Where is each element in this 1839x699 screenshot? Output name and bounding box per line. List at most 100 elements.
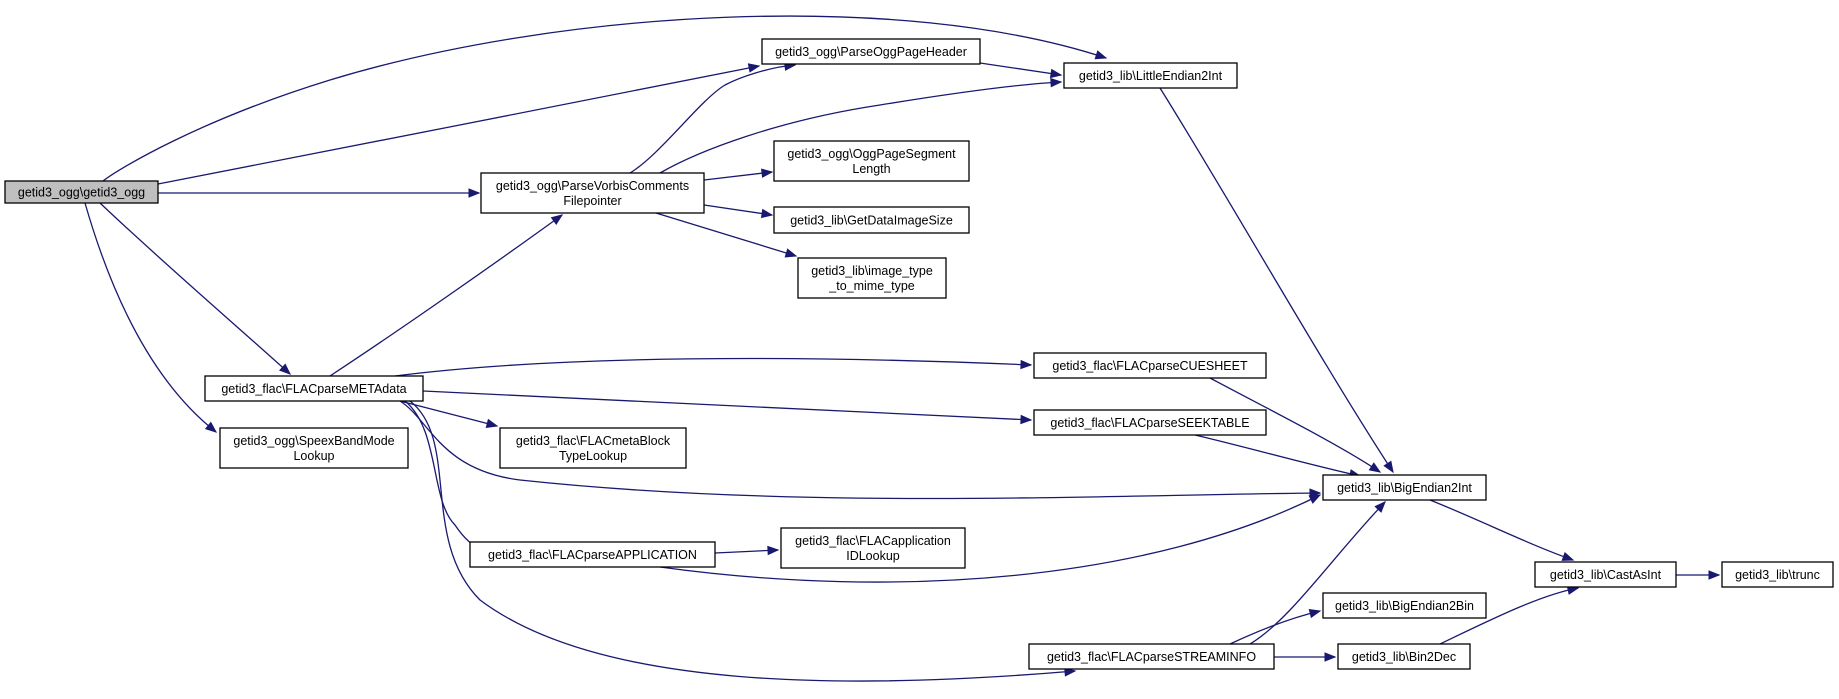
edge-littleEndian2Int-to-bigEndian2Int (1159, 87, 1394, 474)
node-label: getid3_flac\FLACparseCUESHEET (1052, 359, 1248, 373)
arrowhead-icon (1308, 494, 1322, 504)
arrowhead-icon (279, 363, 292, 375)
edge-line (703, 171, 773, 181)
node-castAsInt[interactable]: getid3_lib\CastAsInt (1534, 561, 1677, 588)
node-parseOggPageHeader[interactable]: getid3_ogg\ParseOggPageHeader (761, 38, 981, 65)
node-label: getid3_lib\LittleEndian2Int (1079, 69, 1223, 83)
node-root[interactable]: getid3_ogg\getid3_ogg (4, 180, 159, 204)
node-box (1033, 352, 1267, 379)
node-box (1028, 643, 1275, 670)
arrowhead-icon (767, 545, 780, 556)
node-flacParseCUESHEET[interactable]: getid3_flac\FLACparseCUESHEET (1033, 352, 1267, 379)
arrowhead-icon (760, 208, 774, 219)
edge-flacParseMETAdata-to-flacParseAPPLICATION (404, 400, 487, 552)
arrowhead-icon (1050, 77, 1063, 88)
arrowhead-icon (761, 168, 774, 178)
node-label: Length (852, 162, 890, 176)
node-label: getid3_lib\BigEndian2Int (1337, 481, 1472, 495)
edge-line (1209, 377, 1381, 473)
edge-line (703, 204, 773, 216)
node-bigEndian2Int[interactable]: getid3_lib\BigEndian2Int (1322, 474, 1487, 501)
edge-line (1439, 587, 1579, 645)
edge-root-to-speexBandModeLookup (84, 202, 218, 433)
arrowhead-icon (1368, 462, 1382, 473)
edge-flacParseMETAdata-to-parseVorbisComments (329, 214, 564, 377)
edge-line (399, 400, 498, 427)
node-label: getid3_ogg\ParseOggPageHeader (775, 45, 967, 59)
edge-line (1229, 610, 1321, 645)
node-box (469, 541, 716, 568)
node-label: getid3_flac\FLACparseAPPLICATION (488, 548, 697, 562)
node-label: getid3_lib\trunc (1735, 568, 1820, 582)
edge-flacParseAPPLICATION-to-bigEndian2Int (659, 494, 1322, 583)
node-getDataImageSize[interactable]: getid3_lib\GetDataImageSize (773, 206, 970, 234)
node-box (797, 257, 947, 299)
node-label: getid3_lib\GetDataImageSize (790, 214, 953, 228)
edge-line (399, 400, 1321, 500)
arrowhead-icon (1094, 50, 1108, 60)
node-littleEndian2Int[interactable]: getid3_lib\LittleEndian2Int (1063, 62, 1238, 89)
node-label: getid3_lib\BigEndian2Bin (1335, 599, 1474, 613)
node-label: getid3_flac\FLACparseMETAdata (221, 382, 406, 396)
node-label: getid3_flac\FLACapplication (795, 534, 951, 548)
arrowhead-icon (468, 188, 481, 198)
node-label: getid3_ogg\ParseVorbisComments (496, 179, 689, 193)
node-box (1534, 561, 1677, 588)
node-label: IDLookup (846, 549, 900, 563)
arrowhead-icon (1374, 501, 1386, 513)
arrowhead-icon (1049, 68, 1063, 79)
edge-parseVorbisComments-to-imageTypeToMime (655, 212, 798, 258)
node-flacParseAPPLICATION[interactable]: getid3_flac\FLACparseAPPLICATION (469, 541, 716, 568)
edge-flacParseSTREAMINFO-to-bin2Dec (1274, 652, 1337, 662)
arrowhead-icon (204, 421, 218, 433)
node-bin2Dec[interactable]: getid3_lib\Bin2Dec (1337, 643, 1471, 670)
node-flacParseSEEKTABLE[interactable]: getid3_flac\FLACparseSEEKTABLE (1033, 409, 1267, 436)
edge-flacParseMETAdata-to-flacMetaBlockTypeLookup (399, 400, 499, 428)
edge-flacParseSTREAMINFO-to-bigEndian2Int (1249, 501, 1386, 645)
edge-parseOggPageHeader-to-littleEndian2Int (979, 62, 1063, 79)
edge-line (329, 214, 563, 377)
node-label: getid3_lib\Bin2Dec (1352, 650, 1456, 664)
edge-line (99, 202, 291, 375)
edge-root-to-littleEndian2Int (102, 15, 1108, 182)
edge-flacParseAPPLICATION-to-flacApplicationIDLookup (714, 545, 780, 556)
node-box (204, 375, 424, 402)
node-label: TypeLookup (559, 449, 627, 463)
edge-parseVorbisComments-to-oggPageSegmentLength (703, 168, 774, 181)
node-parseVorbisComments[interactable]: getid3_ogg\ParseVorbisCommentsFilepointe… (480, 172, 705, 214)
edges-layer (84, 15, 1721, 682)
edge-line (629, 64, 796, 174)
edge-line (714, 549, 779, 554)
node-box (773, 140, 970, 182)
node-flacParseSTREAMINFO[interactable]: getid3_flac\FLACparseSTREAMINFO (1028, 643, 1275, 670)
edge-line (659, 81, 1062, 174)
node-box (773, 206, 970, 234)
node-box (1322, 474, 1487, 501)
node-box (4, 180, 159, 204)
node-box (1721, 561, 1834, 588)
node-box (1033, 409, 1267, 436)
edge-line (1249, 501, 1386, 645)
arrowhead-icon (747, 63, 761, 73)
node-label: _to_mime_type (828, 279, 915, 293)
edge-flacParseMETAdata-to-flacParseCUESHEET (394, 357, 1033, 377)
node-label: getid3_lib\image_type (811, 264, 933, 278)
node-trunc[interactable]: getid3_lib\trunc (1721, 561, 1834, 588)
node-label: getid3_ogg\SpeexBandMode (233, 434, 394, 448)
node-box (219, 427, 409, 469)
edge-castAsInt-to-trunc (1676, 570, 1721, 580)
node-bigEndian2Bin[interactable]: getid3_lib\BigEndian2Bin (1322, 592, 1487, 619)
edge-line (422, 390, 1032, 421)
arrowhead-icon (1324, 652, 1337, 662)
edge-line (102, 15, 1107, 182)
node-box (499, 427, 687, 469)
node-imageTypeToMime[interactable]: getid3_lib\image_type_to_mime_type (797, 257, 947, 299)
node-flacParseMETAdata[interactable]: getid3_flac\FLACparseMETAdata (204, 375, 424, 402)
nodes-layer: getid3_ogg\getid3_ogg getid3_ogg\ParseOgg… (4, 38, 1834, 670)
node-label: Filepointer (563, 194, 621, 208)
